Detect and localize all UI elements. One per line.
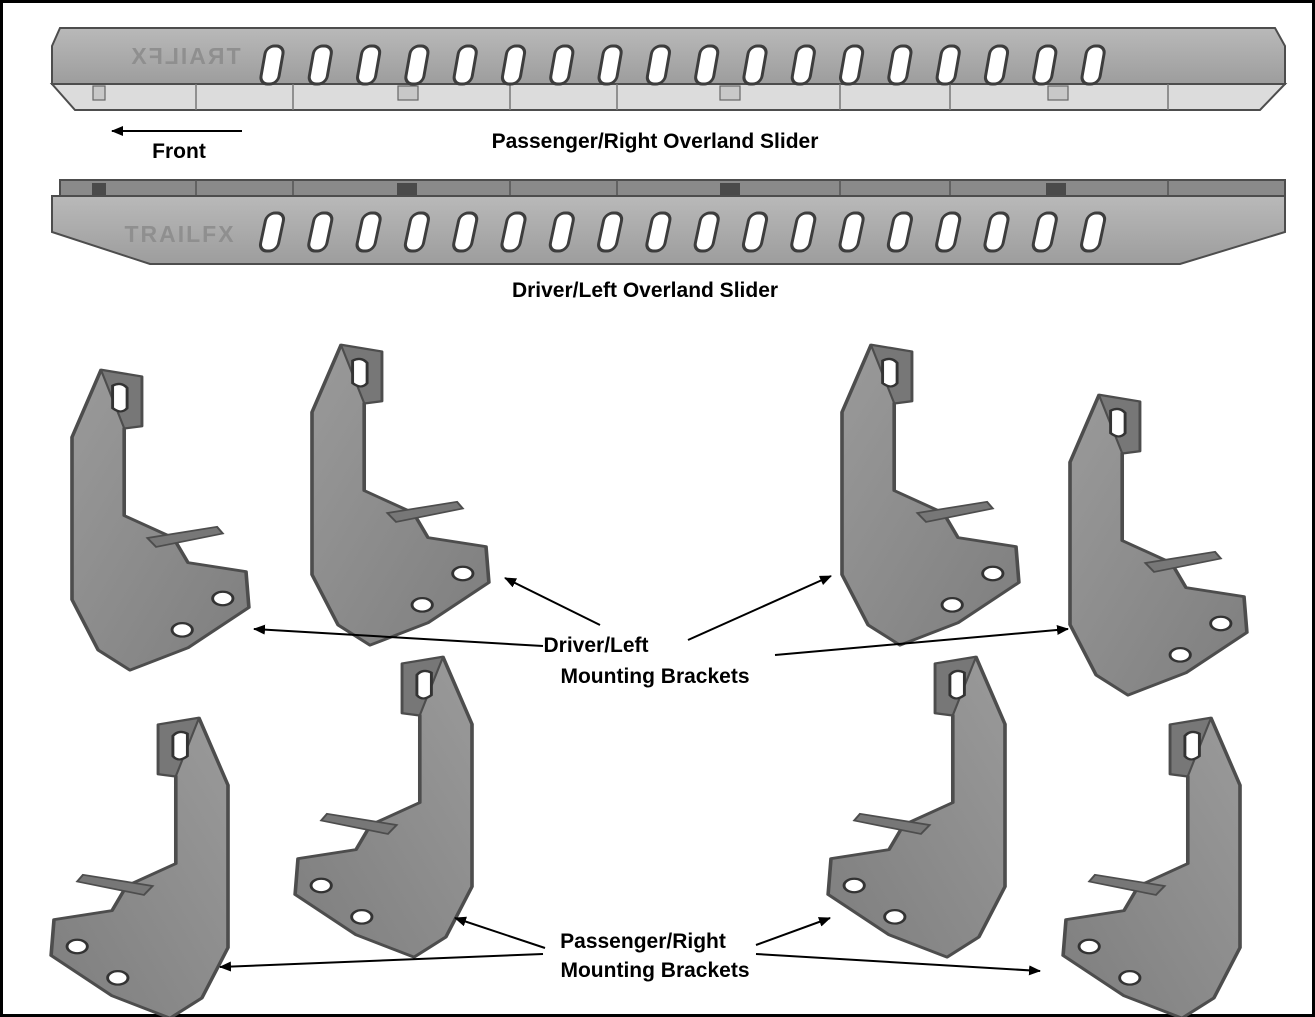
passenger-slider-slot: [694, 44, 720, 86]
passenger-slider-slot: [742, 44, 768, 86]
driver-bracket-4: [1068, 393, 1249, 697]
passenger-slider-slot: [645, 44, 671, 86]
driver-slider-top-flange: [59, 179, 1286, 197]
passenger-slider-slot: [1080, 44, 1106, 86]
driver-slider-slot: [741, 211, 769, 253]
passenger-bracket-2: [293, 655, 474, 959]
passenger-bracket-1: [49, 716, 230, 1017]
driver-arrow-1: [253, 624, 544, 647]
passenger-bracket-4: [1061, 716, 1242, 1017]
driver-arrow-4: [774, 624, 1069, 656]
front-label: Front: [152, 140, 206, 163]
driver-brackets-label-line2: Mounting Brackets: [560, 665, 749, 688]
passenger-slider-slot: [790, 44, 816, 86]
driver-callout-arrows: [253, 575, 1069, 656]
driver-arrow-2: [504, 577, 601, 626]
passenger-slider-dividers: [195, 84, 1169, 110]
driver-slider-slot: [548, 211, 575, 253]
driver-slider-slot: [983, 211, 1010, 253]
driver-slider: TRAILFX: [51, 179, 1286, 265]
driver-slider-slot: [1031, 211, 1058, 253]
passenger-slider-label: Passenger/Right Overland Slider: [492, 130, 819, 153]
driver-slider-slot: [645, 211, 672, 253]
driver-slider-slots: [258, 211, 1107, 253]
passenger-slider-logo: TRAILFX: [129, 43, 240, 69]
driver-slider-slot: [258, 211, 286, 253]
passenger-slider-slot: [935, 44, 961, 86]
passenger-slider-slot: [597, 44, 623, 86]
driver-bracket-2: [310, 343, 491, 647]
passenger-arrow-3: [755, 917, 831, 946]
driver-slider-slot: [935, 211, 962, 253]
passenger-callout-arrows: [219, 916, 1041, 976]
driver-slider-slot: [1080, 211, 1107, 253]
passenger-bracket-3: [826, 655, 1007, 959]
passenger-slider-slot: [404, 44, 430, 86]
driver-slider-slot: [403, 211, 430, 253]
driver-slider-slot: [790, 211, 817, 253]
driver-slider-tabs: [92, 183, 1066, 196]
passenger-slider-slot: [356, 44, 382, 86]
driver-slider-slot: [307, 211, 334, 253]
passenger-arrow-1: [219, 953, 544, 972]
driver-slider-slot: [886, 211, 913, 253]
passenger-slider: TRAILFX: [49, 27, 1288, 111]
passenger-slider-slot: [983, 44, 1010, 86]
driver-slider-logo: TRAILFX: [124, 221, 235, 247]
passenger-slider-slot: [549, 44, 575, 86]
driver-slider-slot: [838, 211, 865, 253]
passenger-slider-slot: [307, 44, 333, 86]
driver-slider-slot: [597, 211, 624, 253]
driver-bracket-3: [840, 343, 1021, 647]
passenger-slider-slot: [1032, 44, 1058, 86]
passenger-slider-slots: [259, 44, 1106, 86]
driver-brackets: [70, 343, 1249, 697]
driver-slider-label: Driver/Left Overland Slider: [512, 279, 778, 302]
passenger-slider-slot: [839, 44, 865, 86]
driver-slider-slot: [500, 211, 527, 253]
passenger-slider-slot: [500, 44, 527, 86]
passenger-slider-tabs: [92, 85, 1069, 101]
passenger-brackets-label-line1: Passenger/Right: [560, 930, 726, 953]
passenger-arrow-2: [454, 916, 546, 949]
passenger-slider-channel: [49, 83, 1288, 111]
driver-slider-slot: [452, 211, 479, 253]
passenger-slider-slot: [452, 44, 478, 86]
passenger-brackets-label-line2: Mounting Brackets: [560, 959, 749, 982]
driver-slider-dividers: [195, 180, 1169, 196]
driver-bracket-1: [70, 368, 251, 672]
driver-slider-slot: [355, 211, 382, 253]
driver-brackets-label-line1: Driver/Left: [543, 634, 648, 657]
passenger-slider-slot: [887, 44, 913, 86]
driver-arrow-3: [687, 575, 832, 641]
passenger-arrow-4: [755, 953, 1041, 976]
passenger-slider-slot: [259, 44, 285, 86]
driver-slider-slot: [693, 211, 720, 253]
